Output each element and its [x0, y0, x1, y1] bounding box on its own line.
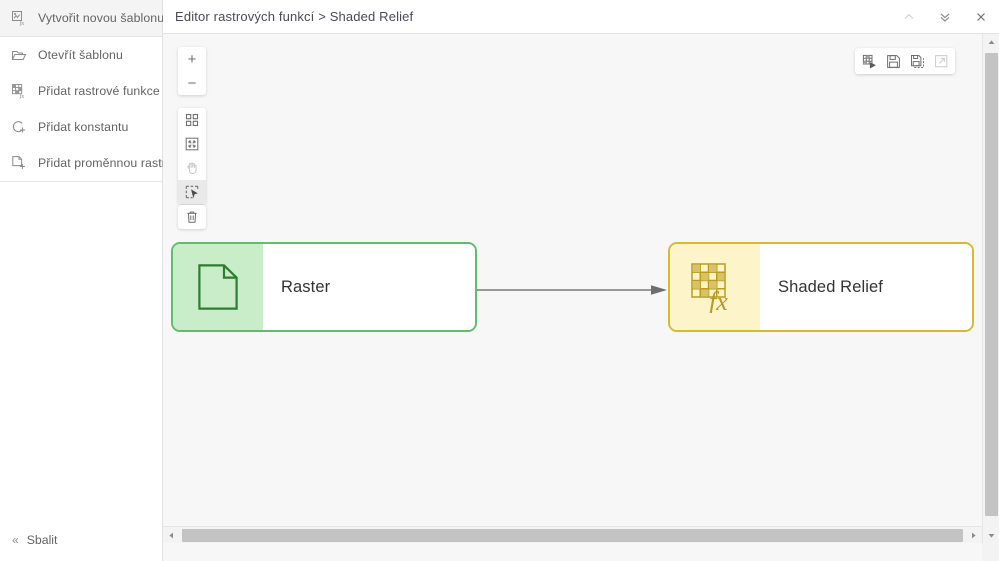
marquee-select-icon	[185, 185, 199, 199]
sidebar-item-add-raster-functions[interactable]: fx Přidat rastrové funkce	[0, 73, 162, 109]
chevron-double-down-icon	[940, 13, 950, 22]
add-raster-variable-icon	[10, 155, 27, 172]
scroll-up-arrow[interactable]	[983, 34, 999, 51]
canvas-tools-toolbar	[178, 108, 206, 204]
apply-button[interactable]	[857, 49, 881, 73]
sidebar-top-group: fx Vytvořit novou šablonu Otevřít šablon…	[0, 0, 173, 182]
svg-text:fx: fx	[709, 287, 728, 313]
zoom-toolbar: + −	[178, 47, 206, 95]
svg-text:fx: fx	[19, 20, 24, 26]
close-button[interactable]	[963, 0, 999, 34]
raster-run-icon	[862, 54, 876, 68]
sidebar: fx Vytvořit novou šablonu Otevřít šablon…	[0, 0, 173, 561]
chevron-double-left-icon: «	[12, 533, 19, 547]
scroll-left-arrow[interactable]	[163, 527, 180, 544]
fit-extent-button[interactable]	[178, 132, 206, 156]
graph-canvas[interactable]: + −	[163, 34, 982, 543]
sidebar-collapse-label: Sbalit	[26, 533, 58, 547]
collapse-button[interactable]	[891, 0, 927, 34]
layout-button[interactable]	[178, 108, 206, 132]
window-buttons	[891, 0, 999, 34]
sidebar-item-open-template[interactable]: Otevřít šablonu	[0, 37, 162, 73]
new-template-fx-icon: fx	[10, 10, 27, 27]
triangle-up-icon	[988, 40, 995, 44]
sidebar-item-label: Přidat rastrové funkce	[38, 84, 160, 98]
triangle-right-icon	[972, 532, 976, 539]
graph-node-label: Shaded Relief	[760, 244, 972, 330]
export-button[interactable]	[929, 49, 953, 73]
grid-layout-icon	[185, 113, 199, 127]
triangle-left-icon	[169, 532, 173, 539]
select-button[interactable]	[178, 180, 206, 204]
save-as-icon	[910, 54, 924, 68]
editor-pane: Editor rastrových funkcí > Shaded Relief	[163, 0, 999, 561]
delete-toolbar	[178, 205, 206, 229]
pan-button[interactable]	[178, 156, 206, 180]
triangle-down-icon	[988, 534, 995, 538]
open-folder-icon	[10, 47, 27, 64]
scrollbar-corner	[982, 544, 999, 561]
sidebar-item-label: Přidat konstantu	[38, 120, 129, 134]
svg-text:fx: fx	[19, 93, 24, 99]
sidebar-divider	[0, 181, 162, 182]
graph-node-shaded-relief[interactable]: fx Shaded Relief	[668, 242, 974, 332]
sidebar-divider	[0, 36, 162, 37]
export-share-icon	[934, 54, 947, 67]
minus-icon: −	[187, 74, 197, 92]
zoom-in-button[interactable]: +	[178, 47, 206, 71]
horizontal-scrollbar[interactable]	[163, 526, 982, 543]
zoom-out-button[interactable]: −	[178, 71, 206, 95]
raster-document-icon	[173, 244, 263, 330]
sidebar-item-new-template[interactable]: fx Vytvořit novou šablonu	[0, 0, 165, 36]
sidebar-collapse-button[interactable]: « Sbalit	[0, 519, 163, 561]
editor-actions-toolbar	[855, 48, 955, 74]
delete-button[interactable]	[178, 205, 206, 229]
expand-button[interactable]	[927, 0, 963, 34]
sidebar-item-add-constant[interactable]: Přidat konstantu	[0, 109, 162, 145]
page-title: Editor rastrových funkcí > Shaded Relief	[175, 9, 414, 24]
raster-function-fx-icon: fx	[670, 244, 760, 330]
raster-function-fx-icon: fx	[10, 83, 27, 100]
vertical-scrollbar-thumb[interactable]	[985, 53, 998, 516]
floppy-save-icon	[886, 54, 900, 68]
edge-raster-to-shaded-relief	[477, 285, 667, 295]
canvas-area[interactable]: + −	[163, 34, 999, 561]
scroll-right-arrow[interactable]	[965, 527, 982, 544]
sidebar-item-label: Přidat proměnnou rastru	[38, 156, 173, 170]
fit-extent-icon	[185, 137, 199, 151]
sidebar-item-label: Otevřít šablonu	[38, 48, 123, 62]
close-icon	[977, 13, 985, 21]
sidebar-item-label: Vytvořit novou šablonu	[38, 11, 165, 25]
plus-icon: +	[187, 50, 197, 68]
chevron-up-icon	[904, 13, 914, 19]
sidebar-item-add-raster-variable[interactable]: Přidat proměnnou rastru	[0, 145, 173, 181]
vertical-scrollbar[interactable]	[982, 34, 999, 544]
graph-node-raster[interactable]: Raster	[171, 242, 477, 332]
pan-hand-icon	[187, 162, 197, 175]
titlebar: Editor rastrových funkcí > Shaded Relief	[163, 0, 999, 34]
scroll-down-arrow[interactable]	[983, 527, 999, 544]
save-button[interactable]	[881, 49, 905, 73]
save-as-button[interactable]	[905, 49, 929, 73]
trash-icon	[187, 211, 197, 223]
add-constant-icon	[10, 119, 27, 136]
graph-node-label: Raster	[263, 244, 475, 330]
horizontal-scrollbar-thumb[interactable]	[182, 529, 963, 542]
